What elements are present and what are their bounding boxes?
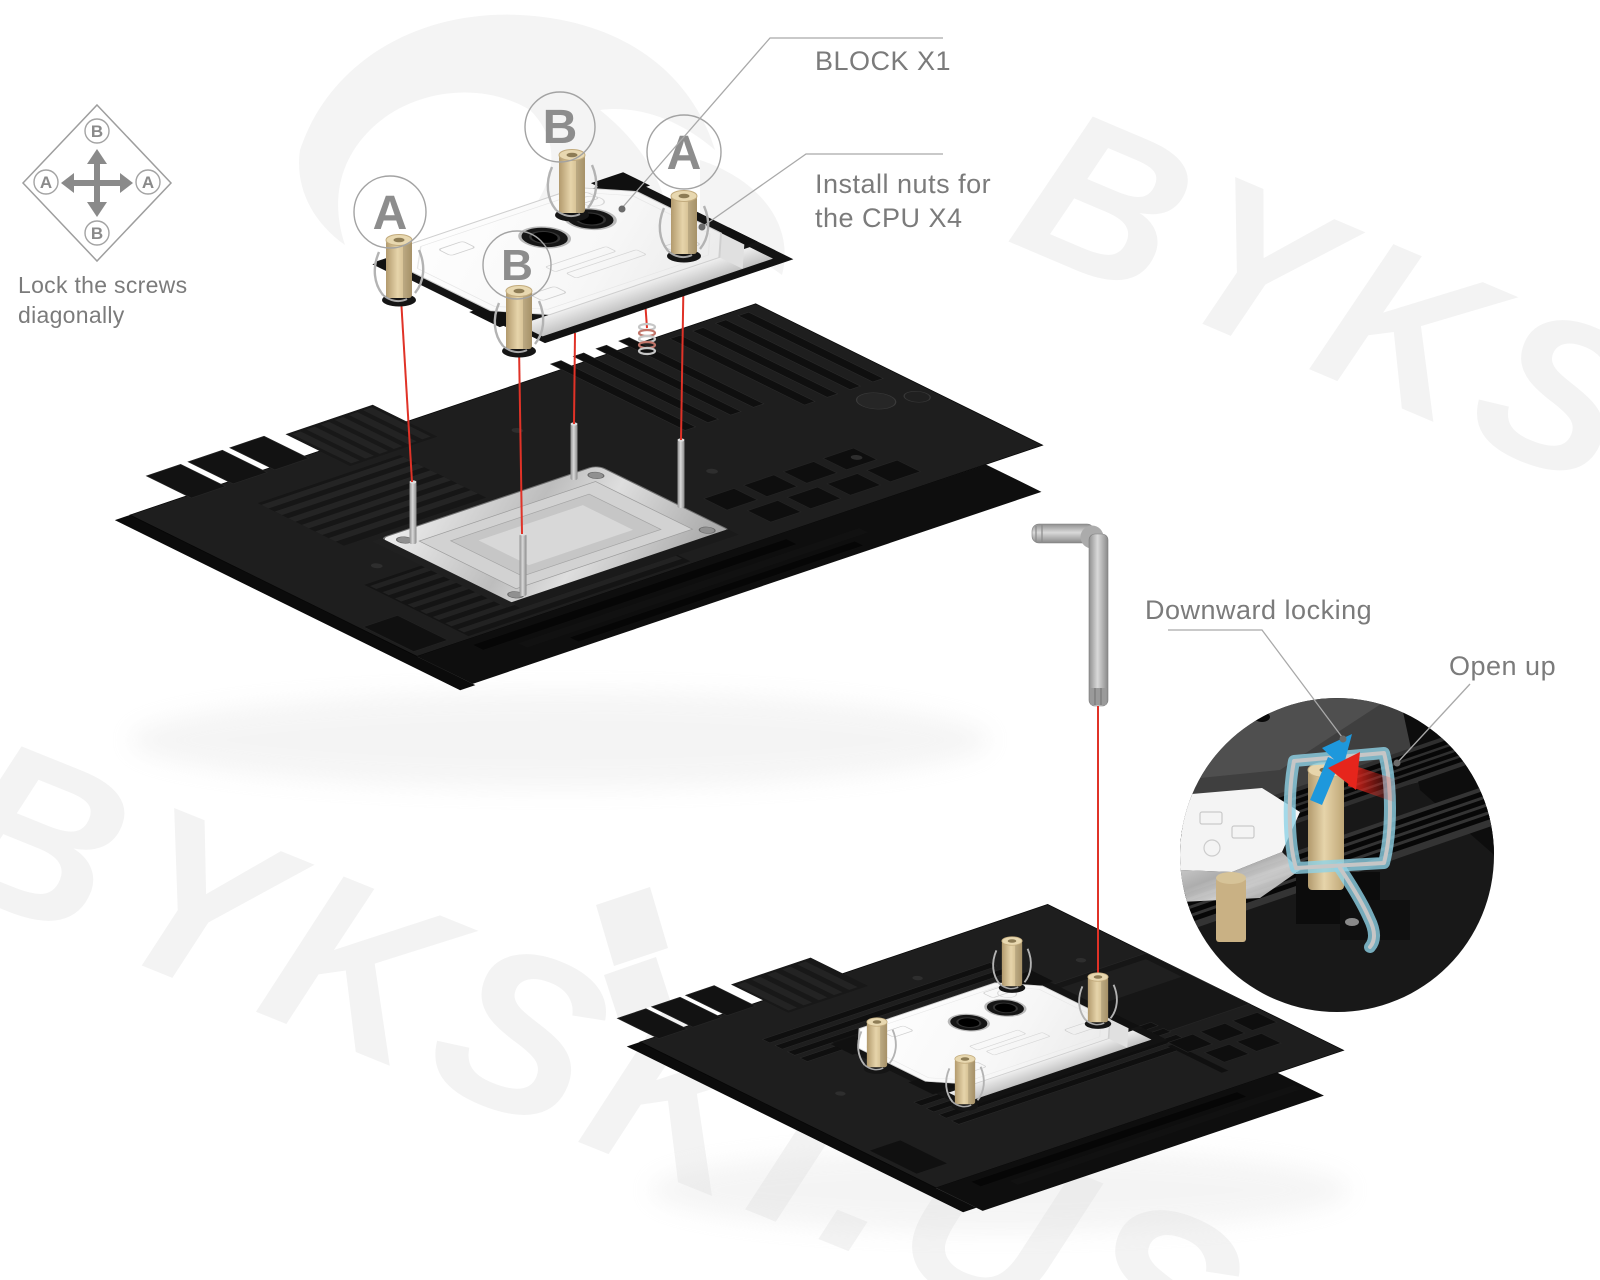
screw-circle-top — [524, 91, 596, 163]
spring-icon — [637, 322, 657, 356]
nuts-callout-line — [701, 153, 943, 228]
alignment-line — [518, 345, 523, 535]
screw-label-left: A — [373, 187, 408, 240]
order-label-right: A — [142, 173, 154, 192]
diagonal-caption-line2: diagonally — [18, 302, 125, 328]
chipset-heatsink — [257, 455, 487, 546]
alignment-line — [573, 332, 576, 425]
open-callout-line — [1397, 683, 1471, 763]
socket-stud — [519, 532, 527, 596]
socket-stud — [409, 480, 417, 544]
socket-stud — [570, 422, 578, 480]
open-direction-arrow-icon — [1328, 752, 1398, 802]
nuts-callout-label-line1: Install nuts for — [815, 169, 991, 199]
vrm-heatsink — [285, 404, 438, 467]
capacitor — [855, 392, 897, 410]
callout-dot — [1339, 735, 1347, 743]
screw-label-right: A — [667, 127, 702, 180]
detail-callout-circle — [1180, 698, 1494, 1012]
screw-label-top: B — [543, 101, 578, 154]
order-circle-right — [135, 169, 161, 195]
block-callout-label: BLOCK X1 — [815, 46, 951, 76]
cross-arrow-icon — [61, 149, 133, 217]
nuts-callout-label-line2: the CPU X4 — [815, 203, 963, 233]
order-circle-left — [33, 169, 59, 195]
screw-circle-center — [482, 230, 552, 300]
socket-studs — [409, 422, 685, 596]
downward-callout-label: Downward locking — [1145, 595, 1372, 625]
order-circle-top — [84, 118, 110, 144]
upper-motherboard-illustration — [114, 303, 1044, 691]
alignment-line — [400, 297, 413, 483]
front-panel-header — [869, 1140, 947, 1174]
screw-circle-left — [353, 175, 427, 249]
capacitor — [903, 391, 931, 403]
io-connector-cluster — [702, 447, 922, 523]
open-callout-label: Open up — [1449, 651, 1556, 681]
screw-circle-right — [646, 114, 722, 190]
atx-power-connectors — [616, 985, 757, 1040]
watermark-fragment — [604, 957, 670, 1018]
callout-dot — [618, 205, 626, 213]
cpu-socket — [371, 466, 739, 609]
callout-dot — [698, 223, 706, 231]
callout-dot — [1393, 759, 1401, 767]
block-callout-line — [621, 37, 943, 209]
upper-figure: A B A B BLOCK X1 Install nuts for the CP… — [114, 37, 1044, 788]
board-shadow — [130, 692, 990, 788]
socket-stud — [677, 438, 685, 508]
vrm-heatsink — [730, 957, 868, 1013]
lower-figure: Downward locking Open up — [616, 523, 1556, 1232]
order-circle-bottom — [84, 220, 110, 246]
diagonal-order-diagram: B A A B Lock the screws diagonally — [18, 103, 187, 328]
order-label-top: B — [91, 122, 103, 141]
diamond-outline — [21, 103, 173, 263]
watermark-fragment — [596, 887, 668, 966]
hex-key-icon — [1031, 523, 1109, 707]
downward-callout-line — [1168, 629, 1343, 738]
io-connector-cluster — [1167, 1012, 1283, 1063]
secondary-post-detail — [1216, 872, 1246, 942]
order-label-left: A — [40, 173, 52, 192]
order-label-bottom: B — [91, 224, 103, 243]
screw-label-center: B — [501, 241, 533, 290]
diagonal-caption-line1: Lock the screws — [18, 272, 187, 298]
atx-power-connectors — [145, 435, 310, 499]
front-panel-header — [362, 614, 449, 653]
